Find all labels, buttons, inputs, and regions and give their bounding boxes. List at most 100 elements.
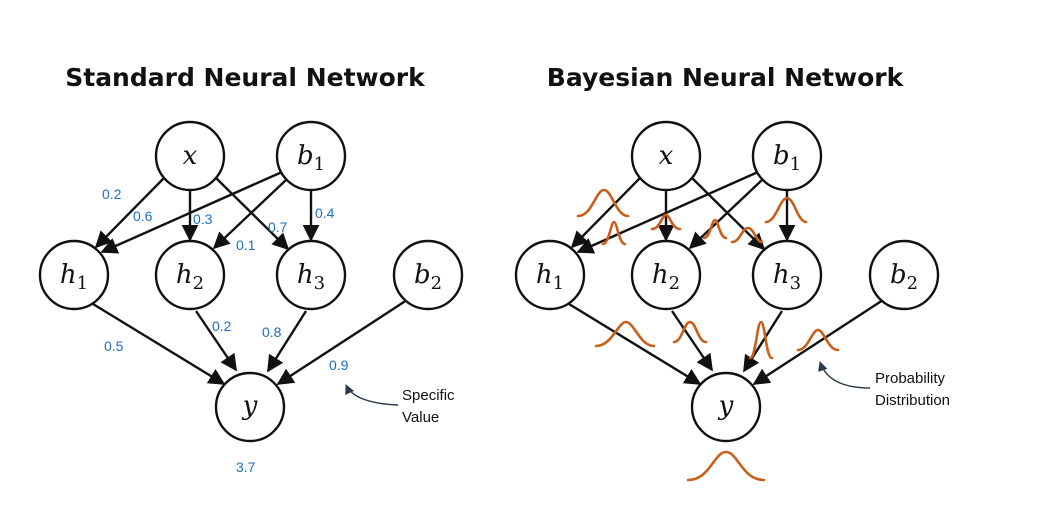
node-b1-subscript: 1 [790,154,801,175]
node-h2-subscript: 2 [193,273,204,294]
edge-b2-y [752,298,884,386]
node-h1-subscript: 1 [553,273,564,294]
svg-text:y: y [718,391,734,421]
edge-x-h1 [94,177,165,249]
node-b1: b1 [275,120,347,192]
node-x: x [630,120,702,192]
weight-b1-h2: 0.1 [236,237,256,253]
specific-value-callout-arrow [345,384,399,406]
svg-text:b2: b2 [890,260,918,294]
svg-text:h3: h3 [297,260,325,294]
svg-text:x: x [659,141,674,171]
node-y-label: y [718,391,734,421]
weight-h2-y: 0.2 [212,318,232,334]
edge-h1-y [92,302,226,386]
weight-b1-h1: 0.6 [133,208,153,224]
weight-b2-y: 0.9 [329,357,349,373]
edge-b1-h1 [100,170,283,254]
specific-value-note-line2: Value [402,409,439,426]
svg-text:h2: h2 [652,260,680,294]
distribution-icon-b1-h2 [702,218,728,240]
distribution-icon-x-h3 [730,226,764,244]
node-b2-subscript: 2 [907,273,918,294]
node-b1: b1 [751,120,823,192]
node-h1-subscript: 1 [77,273,88,294]
edge-h1-y [568,302,702,386]
node-h2-subscript: 2 [669,273,680,294]
bayesian-network-panel: Bayesian Neural Network [514,63,950,482]
edge-b1-h2 [212,179,287,250]
node-h3-subscript: 3 [314,273,325,294]
probability-distribution-note-line1: Probability [875,370,946,387]
distribution-icon-b1-h1 [601,220,627,246]
node-b2: b2 [868,239,940,311]
node-h3-label: h [773,260,790,290]
node-b2-label: b [890,260,907,290]
bayesian-network-title: Bayesian Neural Network [547,63,905,92]
distribution-icon-x-h2 [650,213,682,231]
node-y: y [690,371,762,443]
probability-distribution-note-line2: Distribution [875,392,950,409]
node-h2: h2 [630,239,702,311]
node-b2-label: b [414,260,431,290]
standard-network-title: Standard Neural Network [65,63,426,92]
edge-x-h1 [570,177,641,249]
edge-h3-y [742,310,784,373]
distribution-icon-h2-y [672,320,708,344]
edge-h2-y [671,310,713,372]
node-h1-label: h [60,260,77,290]
specific-value-note-line1: Specific [402,387,455,404]
svg-text:h1: h1 [60,260,88,294]
distribution-icon-h1-y [594,320,656,348]
svg-text:b1: b1 [773,141,801,175]
distribution-icon-b2-y [796,328,840,352]
distribution-icon-h3-y [748,320,774,360]
weight-x-h2: 0.3 [193,211,213,227]
svg-text:b1: b1 [297,141,325,175]
distribution-icon-b1-h3 [764,196,808,224]
node-y-label: y [242,391,258,421]
svg-text:h3: h3 [773,260,801,294]
node-b1-subscript: 1 [314,154,325,175]
bayesian-edges [568,170,884,386]
node-y: y [214,371,286,443]
standard-network-panel: Standard Neural Network 0.2 0.6 0.3 0.1 … [38,63,464,475]
svg-text:h2: h2 [176,260,204,294]
svg-text:x: x [183,141,198,171]
node-b1-label: b [773,141,790,171]
weight-h1-y: 0.5 [104,338,124,354]
node-h3: h3 [275,239,347,311]
svg-text:y: y [242,391,258,421]
node-b2: b2 [392,239,464,311]
node-h1: h1 [514,239,586,311]
node-b2-subscript: 2 [431,273,442,294]
edge-b2-y [276,298,408,386]
output-distribution-icon [686,450,766,482]
node-h3-label: h [297,260,314,290]
node-b1-label: b [297,141,314,171]
node-h3: h3 [751,239,823,311]
node-h2-label: h [652,260,669,290]
edge-h3-y [266,310,308,373]
probability-distribution-callout-arrow [818,361,871,389]
edge-b1-h2 [688,179,763,250]
standard-weight-labels: 0.2 0.6 0.3 0.1 0.7 0.4 0.5 0.2 0.8 0.9 … [102,186,349,475]
weight-x-h3: 0.7 [268,219,288,235]
node-x-label: x [183,141,198,171]
node-h3-subscript: 3 [790,273,801,294]
svg-text:b2: b2 [414,260,442,294]
distribution-icon-x-h1 [576,188,630,218]
node-h2: h2 [154,239,226,311]
weight-h3-y: 0.8 [262,324,282,340]
edge-h2-y [195,310,237,372]
distribution-curves [576,188,840,482]
standard-edges [92,170,408,386]
svg-text:h1: h1 [536,260,564,294]
output-value: 3.7 [236,459,256,475]
node-x-label: x [659,141,674,171]
node-x: x [154,120,226,192]
weight-x-h1: 0.2 [102,186,122,202]
node-h2-label: h [176,260,193,290]
node-h1-label: h [536,260,553,290]
